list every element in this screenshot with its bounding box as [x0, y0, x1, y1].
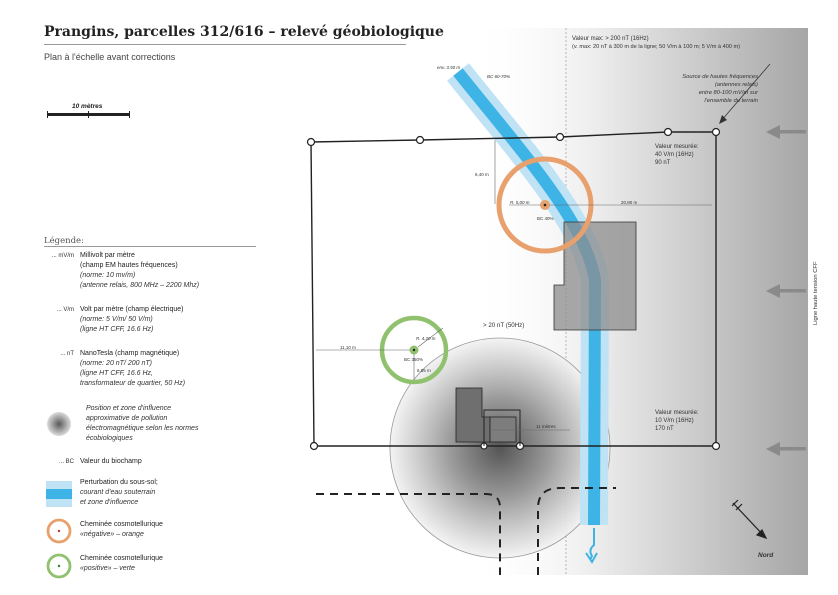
legend-note: électromagnétique selon les normes [86, 425, 199, 432]
legend-item-bc: Valeur du biochamp [80, 457, 142, 467]
legend-symbol-green [46, 553, 72, 579]
max-value-text: Valeur max: > 200 nT (16Hz) [572, 36, 649, 42]
hv-line-label: Ligne haute tension CFF [813, 261, 819, 325]
north-label: Nord [758, 552, 774, 559]
legend-note: et zone d'influence [80, 499, 139, 506]
measured-value-bottom: Valeur mesurée: [655, 410, 699, 416]
legend-item-zone: Position et zone d'influence approximati… [86, 404, 198, 444]
scale-label: 10 mètres [72, 103, 103, 110]
legend-name: Cheminée cosmotellurique [80, 555, 163, 562]
legend-note: (norme: 10 mv/m) [80, 272, 136, 279]
dimension-label: R. 4,20 m [416, 336, 436, 341]
hf-source-text: (antennes relais) [715, 82, 758, 88]
measured-value-top: 40 V/m (16Hz) [655, 152, 694, 158]
stream-biofield-label: BC 60-70% [487, 74, 510, 79]
north-arrow-icon [731, 499, 768, 540]
legend-unit-nt: ... nT [60, 351, 74, 357]
legend-note: transformateur de quartier, 50 Hz) [80, 380, 186, 387]
magnetic-field-label: > 20 nT (50Hz) [483, 322, 524, 329]
legend-rule [44, 246, 256, 247]
dimension-label: 11 mètres [536, 424, 556, 429]
legend-note: Position et zone d'influence [86, 405, 172, 412]
biofield-label: BC 40% [537, 216, 554, 221]
legend-item-mvm: Millivolt par mètre (champ EM hautes fré… [80, 251, 199, 291]
measured-value-bottom: 10 V/m (16Hz) [655, 418, 694, 424]
hv-arrow-icon [766, 284, 806, 298]
legend-name: Millivolt par mètre [80, 252, 135, 259]
legend-name: Volt par mètre (champ électrique) [80, 306, 184, 313]
legend-symbol-zone [47, 412, 71, 436]
legend-note: «négative» – orange [80, 531, 144, 538]
legend-unit-mvm: ... mV/m [51, 253, 74, 259]
legend-name: NanoTesla (champ magnétique) [80, 350, 180, 357]
measured-value-top: 90 nT [655, 160, 671, 166]
max-value-detail: (v. max: 20 nT à 300 m de la ligne; 50 V… [572, 44, 740, 50]
legend-unit-vm: ... V/m [56, 307, 74, 313]
page-subtitle: Plan à l'échelle avant corrections [44, 52, 176, 62]
legend-name: Perturbation du sous-sol; [80, 479, 158, 486]
legend-line: (champ EM hautes fréquences) [80, 262, 178, 269]
dimension-label: 6,40 m [475, 172, 489, 177]
legend-note: courant d'eau souterrain [80, 489, 156, 496]
legend-item-nt: NanoTesla (champ magnétique) (norme: 20 … [80, 349, 185, 389]
hv-arrow-icon [766, 442, 806, 456]
dimension-label: 6,85 m [417, 368, 431, 373]
biofield-label: BC 350% [404, 357, 423, 362]
legend-symbol-orange [46, 518, 72, 544]
hf-source-text: l'ensemble du terrain [704, 98, 758, 104]
legend-item-green-chimney: Cheminée cosmotellurique «positive» – ve… [80, 554, 163, 574]
legend-item-orange-chimney: Cheminée cosmotellurique «négative» – or… [80, 520, 163, 540]
annex-building [489, 416, 517, 443]
legend-note: (antenne relais, 800 MHz – 2200 Mhz) [80, 282, 200, 289]
page-title: Prangins, parcelles 312/616 – relevé géo… [44, 24, 444, 40]
stream-arrow-icon [585, 528, 598, 564]
source-arrow [720, 63, 771, 122]
dimension-label: R. 5,00 m [510, 200, 530, 205]
hv-arrow-icon [766, 125, 806, 139]
dimension-label: 11,10 m [340, 345, 356, 350]
scale-bar [47, 111, 130, 118]
parcel-markers [306, 127, 721, 451]
measured-value-top: Valeur mesurée: [655, 144, 699, 150]
legend-name: Cheminée cosmotellurique [80, 521, 163, 528]
stream-width-label: env. 3.50 m [437, 65, 460, 70]
house-building [553, 221, 637, 331]
legend-note: (ligne HT CFF, 16.6 Hz) [80, 326, 154, 333]
legend-note: approximative de pollution [86, 415, 168, 422]
access-road [316, 487, 616, 575]
legend-note: «positive» – verte [80, 565, 135, 572]
hf-source-text: entre 80-100 mV/m sur [699, 90, 759, 96]
legend-item-stream: Perturbation du sous-sol; courant d'eau … [80, 478, 158, 508]
legend-symbol-stream [46, 481, 72, 507]
title-rule [44, 44, 406, 45]
legend-name: Valeur du biochamp [80, 458, 142, 465]
hv-arrows [766, 125, 806, 456]
dimension-lines [316, 140, 712, 431]
measured-value-bottom: 170 nT [655, 426, 674, 432]
utility-line [483, 409, 521, 446]
legend-title: Légende: [44, 236, 84, 246]
legend-item-vm: Volt par mètre (champ électrique) (norme… [80, 305, 184, 335]
legend-note: (ligne HT CFF, 16.6 Hz, [80, 370, 154, 377]
legend-unit-bc: ... BC [58, 459, 74, 465]
source-arrow-head-icon [719, 115, 727, 124]
hf-source-text: Source de hautes fréquences [682, 74, 758, 80]
legend-note: écobiologiques [86, 435, 133, 442]
dimension-label: 20,80 m [621, 200, 638, 205]
legend-note: (norme: 5 V/m/ 50 V/m) [80, 316, 153, 323]
legend-note: (norme: 20 nT/ 200 nT) [80, 360, 152, 367]
